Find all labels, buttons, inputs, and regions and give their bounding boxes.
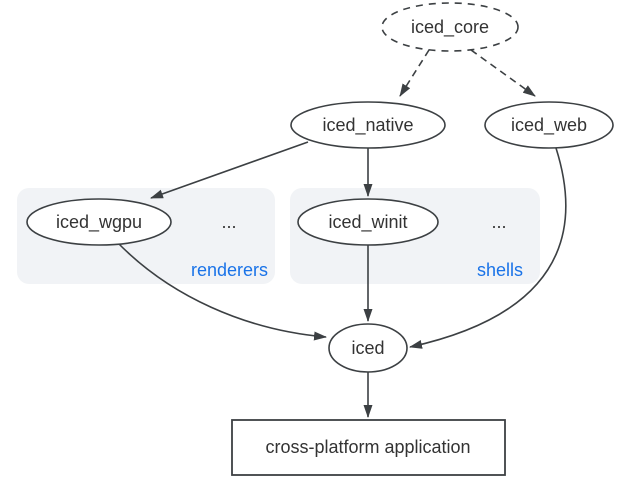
- shells-cluster-label: shells: [477, 260, 523, 280]
- node-iced_core: iced_core: [381, 2, 519, 52]
- renderers-cluster-label: renderers: [191, 260, 268, 280]
- application-rect: [231, 419, 506, 476]
- iced-ellipse: [328, 323, 408, 373]
- iced_native-label: iced_native: [322, 115, 413, 136]
- edge-iced_native-to-iced_wgpu: [150, 141, 309, 199]
- application-label: cross-platform application: [265, 437, 470, 457]
- iced_core-label: iced_core: [411, 17, 489, 38]
- iced_native-ellipse: [290, 101, 446, 149]
- iced_winit-ellipse: [297, 198, 439, 246]
- iced_core-ellipse: [381, 2, 519, 52]
- iced_wgpu-ellipse: [26, 198, 172, 246]
- iced_web-ellipse: [484, 101, 614, 149]
- edge-iced_core-to-iced_web: [470, 49, 536, 97]
- edge-iced_wgpu-to-iced: [117, 242, 327, 341]
- renderers-ellipsis: ...: [221, 212, 236, 232]
- iced_wgpu-label: iced_wgpu: [56, 212, 142, 233]
- edge-iced_web-to-iced: [409, 147, 567, 349]
- iced_winit-label: iced_winit: [328, 212, 407, 233]
- node-iced_wgpu: iced_wgpu: [26, 198, 172, 246]
- iced_web-label: iced_web: [511, 115, 587, 136]
- node-iced: iced: [328, 323, 408, 373]
- node-iced_web: iced_web: [484, 101, 614, 149]
- node-iced_winit: iced_winit: [297, 198, 439, 246]
- shells-ellipsis: ...: [491, 212, 506, 232]
- iced-label: iced: [351, 338, 384, 358]
- node-iced_native: iced_native: [290, 101, 446, 149]
- node-application: cross-platform application: [231, 419, 506, 476]
- edge-iced_core-to-iced_native: [399, 49, 430, 97]
